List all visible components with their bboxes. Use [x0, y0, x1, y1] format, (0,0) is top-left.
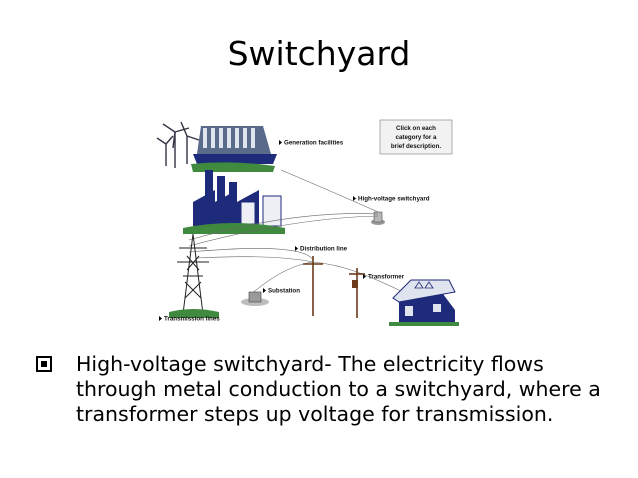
substation-icon: [241, 291, 269, 306]
transmission-tower-icon: [177, 233, 209, 315]
callout-line-2: category for a: [396, 134, 437, 141]
dam-icon: [191, 126, 277, 172]
house-icon: [389, 279, 459, 326]
transformer-label: Transformer: [368, 274, 405, 281]
wind-turbine-icon: [156, 121, 200, 168]
generation-facilities-label: Generation facilities: [284, 140, 344, 147]
bullet-text: High-voltage switchyard- The electricity…: [76, 352, 601, 426]
slide-title: Switchyard: [227, 34, 411, 73]
distribution-line-label: Distribution line: [300, 246, 348, 253]
pole-transformer-icon: [352, 280, 358, 288]
grass-icon: [169, 309, 219, 318]
transmission-lines-label: Transmission lines: [164, 316, 220, 323]
callout-line-1: Click on each: [396, 125, 436, 132]
utility-pole-icon: [303, 256, 365, 318]
substation-label: Substation: [268, 288, 300, 295]
power-grid-illustration: Click on each category for a brief descr…: [153, 119, 459, 326]
checkbox-bullet-icon: [36, 356, 52, 372]
callout-line-3: brief description.: [391, 143, 441, 150]
power-grid-diagram: Click on each category for a brief descr…: [153, 106, 459, 326]
high-voltage-switchyard-label: High-voltage switchyard: [358, 196, 430, 203]
callout-box: Click on each category for a brief descr…: [379, 119, 453, 155]
